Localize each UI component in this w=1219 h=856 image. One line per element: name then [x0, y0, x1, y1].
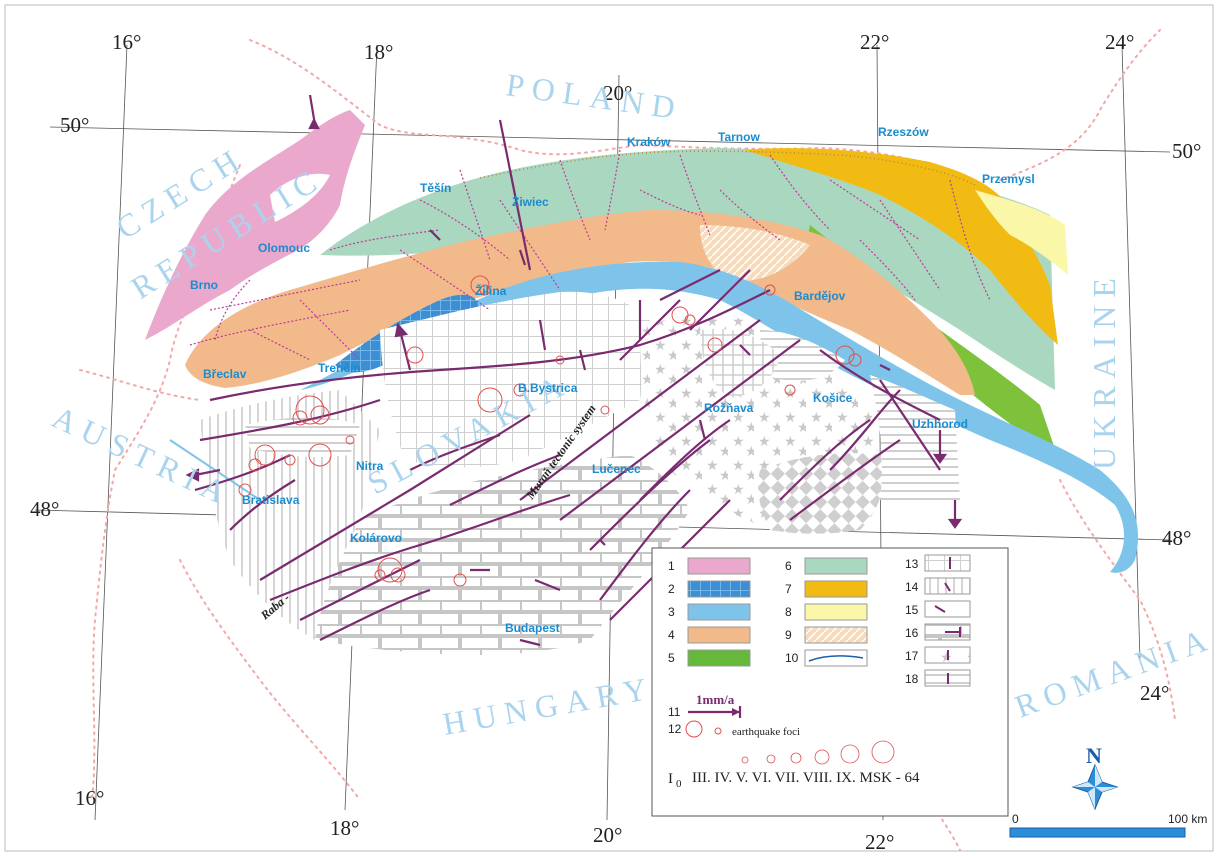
- scale-bar: 0 100 km: [1009, 812, 1207, 838]
- lat-48-left: 48°: [30, 497, 59, 521]
- legend-line-10: [808, 655, 864, 662]
- lon-22-top: 22°: [860, 30, 889, 54]
- earthquake-foci: [238, 275, 862, 587]
- legend-num-5: 5: [668, 651, 675, 665]
- city-lucenec: Lučenec: [592, 462, 641, 476]
- legend-num-14: 14: [905, 580, 919, 594]
- scale-max: 100 km: [1168, 812, 1207, 826]
- unit-13-grid: [380, 291, 650, 468]
- legend-num-6: 6: [785, 559, 792, 573]
- lon-24-bottom: 24°: [1140, 681, 1169, 705]
- city-bratislava: Bratislava: [242, 493, 300, 507]
- legend-num-3: 3: [668, 605, 675, 619]
- lon-20-bottom: 20°: [593, 823, 622, 847]
- lon-16-bottom: 16°: [75, 786, 104, 810]
- city-kolarovo: Kolárovo: [350, 531, 402, 545]
- unit-hlines-east: [760, 330, 845, 381]
- legend-io-sub: 0: [676, 778, 682, 790]
- lat-50-right: 50°: [1172, 139, 1201, 163]
- legend-rate: 1mm/a: [696, 692, 735, 707]
- city-trencin: Trenčín: [318, 361, 361, 375]
- legend-num-11: 11: [668, 705, 681, 719]
- unit-9-hatched: [700, 225, 810, 281]
- legend-num-17: 17: [905, 649, 919, 663]
- city-przemysl: Przemysl: [982, 172, 1035, 186]
- legend-swatch-8: [804, 603, 868, 621]
- city-roznava: Rožňava: [704, 401, 754, 415]
- scale-zero: 0: [1012, 812, 1019, 826]
- north-arrow: N: [1071, 743, 1119, 811]
- legend-num-18: 18: [905, 672, 919, 686]
- city-budapest: Budapest: [505, 621, 560, 635]
- legend-swatch-2: [687, 580, 751, 598]
- legend-num-16: 16: [905, 626, 919, 640]
- movement-arrows: [185, 94, 963, 647]
- unit-18-horizontal: [870, 375, 960, 504]
- minor-faults: [189, 149, 991, 361]
- legend-num-4: 4: [668, 628, 675, 642]
- city-brno: Brno: [190, 278, 218, 292]
- city-tarnow: Tarnow: [718, 130, 760, 144]
- unit-3-klippen: [300, 261, 1139, 573]
- legend-swatch-5: [687, 649, 751, 667]
- city-krakow: Kraków: [627, 135, 671, 149]
- legend-num-2: 2: [668, 582, 675, 596]
- city-tesin: Těšín: [420, 181, 451, 195]
- legend-num-1: 1: [668, 559, 675, 573]
- city-nitra: Nitra: [356, 459, 384, 473]
- legend-io: I: [668, 771, 673, 787]
- legend-patterns: 13 14 15 16 17 18: [905, 554, 971, 687]
- city-breclav: Břeclav: [203, 367, 247, 381]
- city-labels: Kraków Tarnow Rzeszów Przemysl Těšín Żiw…: [190, 125, 1035, 635]
- unit-mixed: [700, 328, 780, 398]
- lon-20-top: 20°: [603, 81, 632, 105]
- north-label: N: [1086, 743, 1102, 768]
- city-ziwiec: Żiwiec: [512, 194, 549, 209]
- legend-foci: earthquake foci: [732, 726, 800, 738]
- city-kosice: Košice: [813, 391, 853, 405]
- country-hungary: HUNGARY: [440, 669, 657, 742]
- legend-swatch-3: [687, 603, 751, 621]
- legend-num-13: 13: [905, 557, 919, 571]
- legend-swatch-6: [804, 557, 868, 575]
- main-faults: [194, 119, 941, 641]
- legend-intensity: III. IV. V. VI. VII. VIII. IX. MSK - 64: [692, 770, 920, 786]
- unit-1-bohemian: [145, 110, 365, 340]
- unit-7-foredeep: [745, 148, 1058, 345]
- lon-24-top: 24°: [1105, 30, 1134, 54]
- legend-num-12: 12: [668, 722, 682, 736]
- legend-num-9: 9: [785, 628, 792, 642]
- lon-18-bottom: 18°: [330, 816, 359, 840]
- legend-swatch-7: [804, 580, 868, 598]
- city-zilina: Žilina: [475, 283, 507, 298]
- lon-16-top: 16°: [112, 30, 141, 54]
- unit-8-platform: [975, 190, 1068, 275]
- city-bardejov: Bardějov: [794, 289, 846, 303]
- legend-num-7: 7: [785, 582, 792, 596]
- country-ukraine: UKRAINE: [1086, 270, 1122, 470]
- lat-48-right: 48°: [1162, 526, 1191, 550]
- city-olomouc: Olomouc: [258, 241, 310, 255]
- legend-num-8: 8: [785, 605, 792, 619]
- lat-50-left: 50°: [60, 113, 89, 137]
- legend-swatch-4: [687, 626, 751, 644]
- unit-16-bricks: [315, 455, 690, 655]
- degree-labels: 16° 18° 20° 22° 24° 50° 50° 48° 48° 16° …: [30, 30, 1201, 854]
- legend-swatch-1: [687, 557, 751, 575]
- legend-swatch-10: [804, 649, 868, 667]
- country-romania: ROMANIA: [1010, 619, 1219, 724]
- city-bbystrica: B.Bystrica: [518, 381, 578, 395]
- unit-6-flysch: [320, 148, 1055, 390]
- city-rzeszow: Rzeszów: [878, 125, 929, 139]
- legend-num-15: 15: [905, 603, 919, 617]
- country-poland: POLAND: [504, 66, 685, 126]
- legend-num-10: 10: [785, 651, 799, 665]
- lon-22-bottom: 22°: [865, 830, 894, 854]
- city-uzhhorod: Uzhhorod: [912, 417, 968, 431]
- lon-18-top: 18°: [364, 40, 393, 64]
- legend-swatch-9: [804, 626, 868, 644]
